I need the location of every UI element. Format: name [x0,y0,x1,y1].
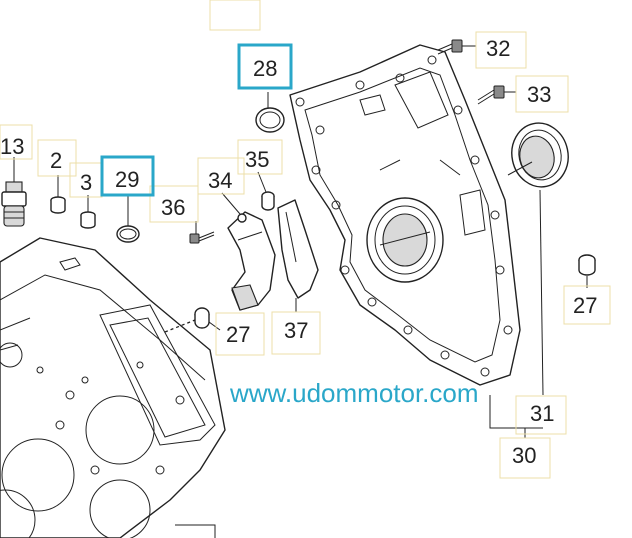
callout-36: 36 [161,195,185,220]
part-29-ring [116,196,140,243]
callout-35: 35 [245,147,269,172]
callout-31: 31 [530,401,554,426]
callout-29: 29 [115,167,139,192]
part-27-plug-left [164,307,221,333]
callout-28: 28 [253,56,277,81]
highlight-box-28 [237,43,293,90]
part-2-bushing [50,175,66,214]
label-boxes [0,0,611,479]
callout-3: 3 [80,170,92,195]
callout-30: 30 [512,443,536,468]
highlight-box-29 [100,155,155,197]
part-36-bolt [189,221,215,244]
part-35-sleeve [257,171,275,211]
part-32-bolt [437,39,476,55]
part-33-bolt [477,85,516,105]
callout-13: 13 [0,134,24,159]
callout-37: 37 [284,318,308,343]
callout-27-right: 27 [573,293,597,318]
callout-32: 32 [486,36,510,61]
callout-2: 2 [50,148,62,173]
watermark-text: www.udommotor.com [229,378,479,408]
callout-27-left: 27 [226,322,250,347]
cover-plate [289,44,521,386]
part-3-bushing [80,195,96,229]
part-34-bracket [221,192,276,311]
part-27-plug-right [578,254,596,288]
part-30-bracket [489,395,543,438]
part-31-seal [507,122,569,396]
engine-block [0,237,226,538]
callout-34: 34 [208,168,232,193]
part-37-plate [277,199,319,312]
callout-33: 33 [527,82,551,107]
part-13-plug [1,157,27,227]
part-28-ring [255,92,285,133]
